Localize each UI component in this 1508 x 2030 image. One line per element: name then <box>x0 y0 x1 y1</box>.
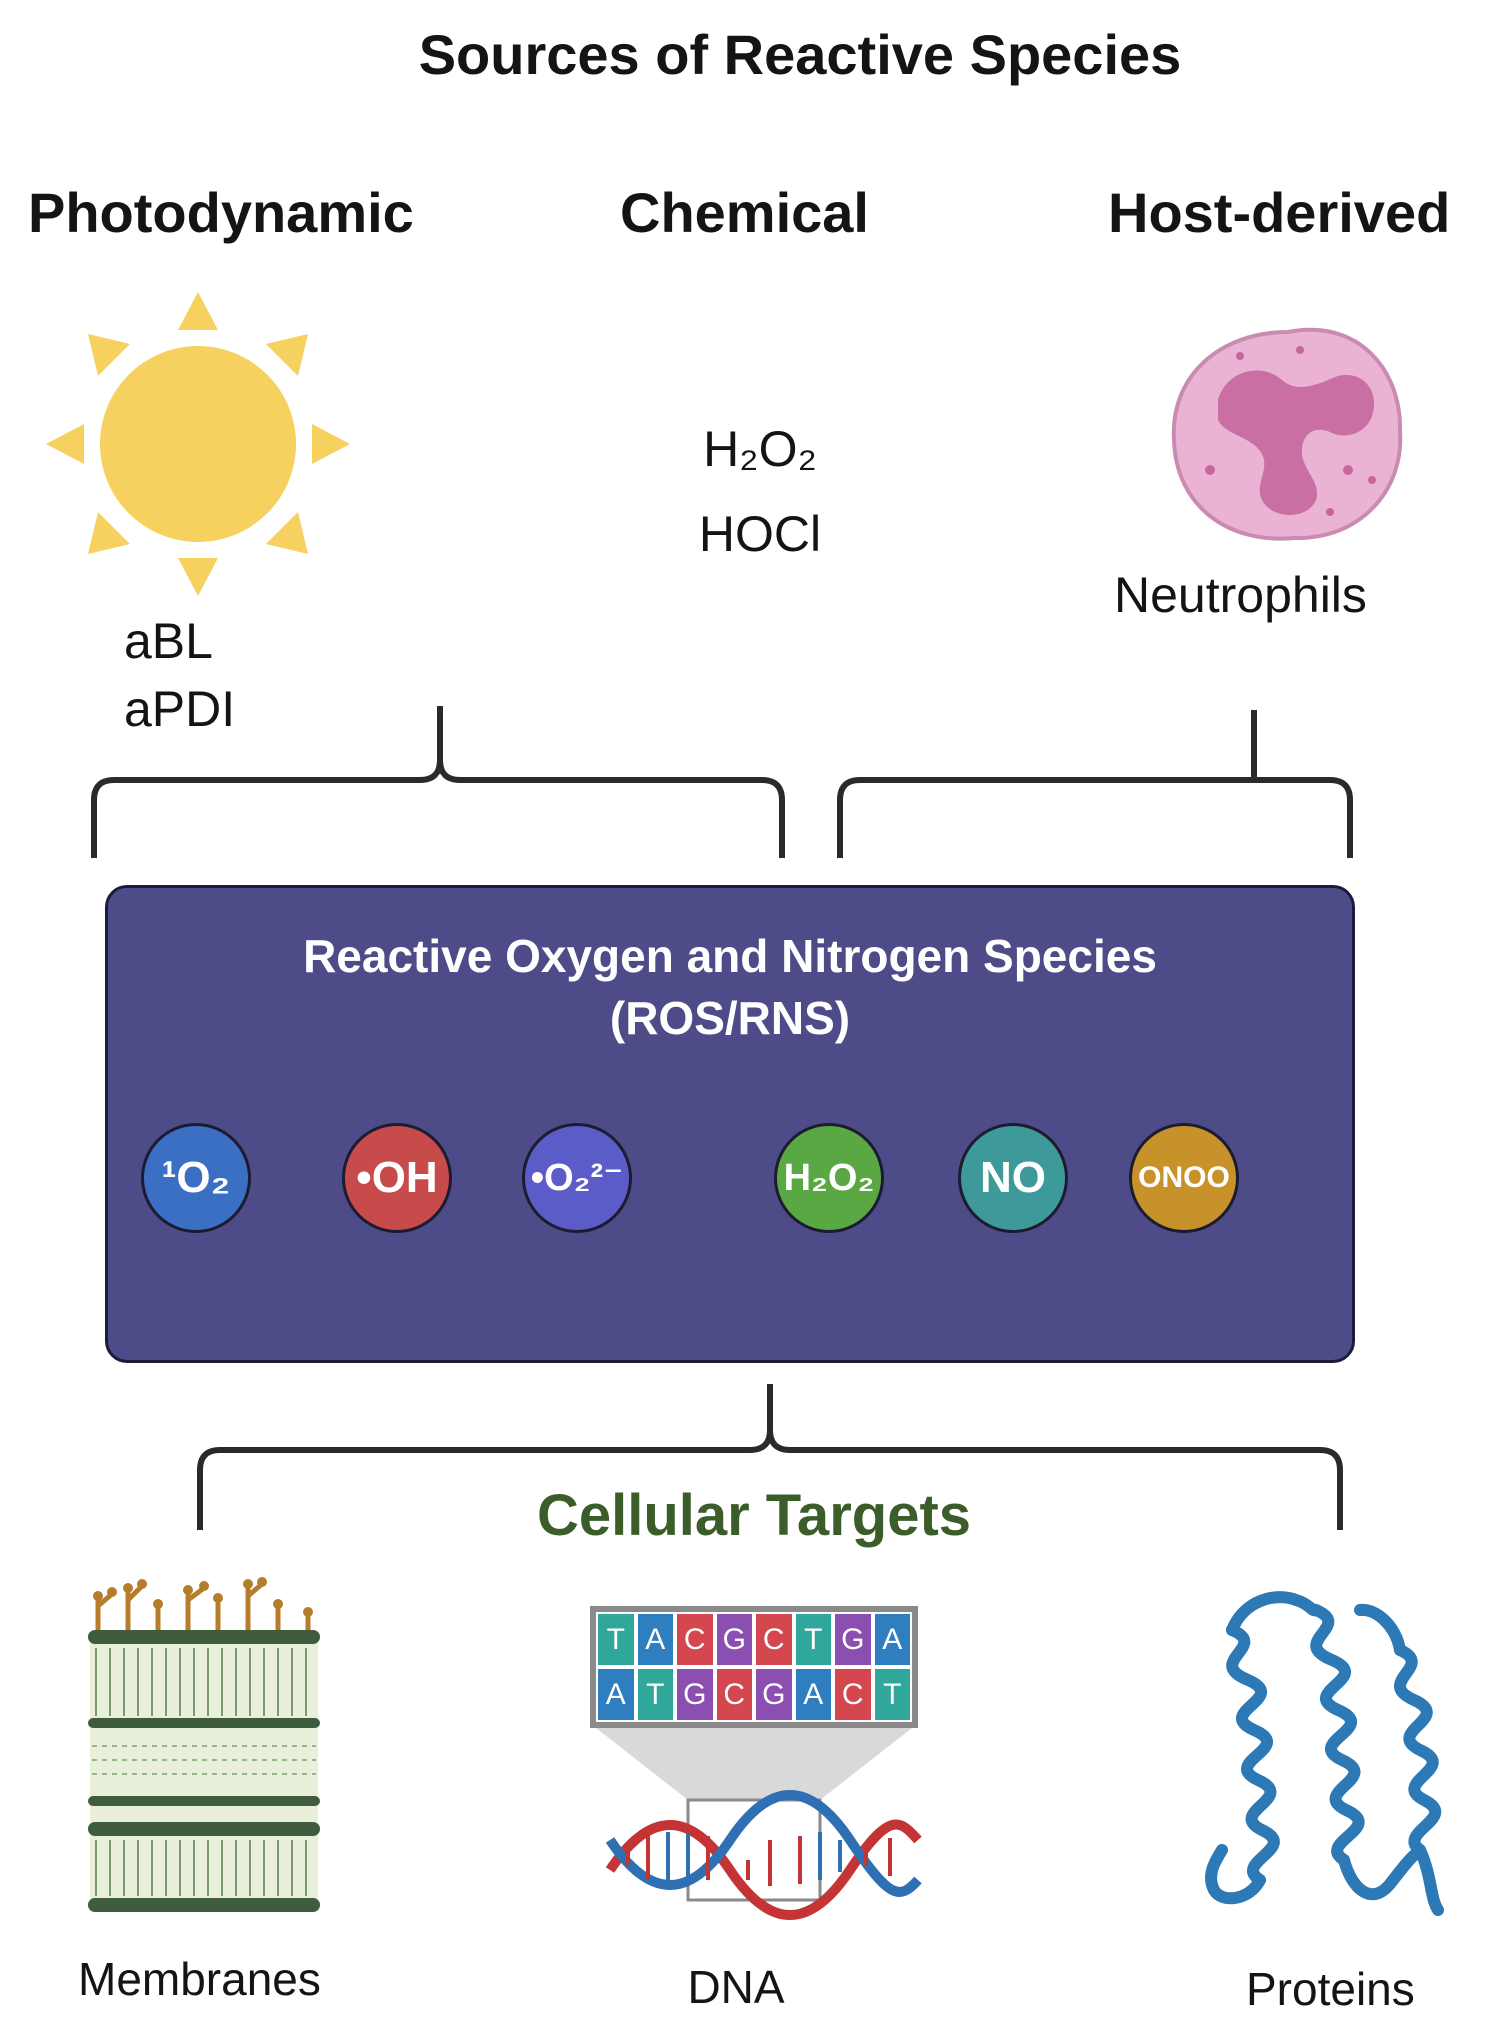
dna-top-strand-base: C <box>677 1614 713 1665</box>
dna-bottom-strand-base: T <box>874 1669 910 1720</box>
dna-bottom-strand-base: A <box>795 1669 831 1720</box>
sources-bracket-left <box>91 706 785 858</box>
dna-top-strand-base: A <box>874 1614 910 1665</box>
sources-bracket-right <box>837 710 1353 858</box>
protein-icon <box>1205 1591 1444 1916</box>
ros-rns-title-line2: (ROS/RNS) <box>609 992 851 1044</box>
photodynamic-item-abl: aBL <box>124 613 213 669</box>
photodynamic-heading: Photodynamic <box>28 181 414 244</box>
dna-top-strand-base: T <box>598 1614 634 1665</box>
photodynamic-item-apdi: aPDI <box>124 681 236 737</box>
dna-bottom-strand-base: A <box>598 1669 634 1720</box>
dna-top-strand-base: G <box>835 1614 871 1665</box>
chemical-item-h2o2: H₂O₂ <box>703 421 817 477</box>
sun-icon <box>46 292 350 596</box>
nitric-oxide-badge: NO <box>958 1123 1068 1233</box>
neutrophils-label: Neutrophils <box>1114 567 1367 623</box>
singlet-oxygen-badge: ¹O₂ <box>141 1123 251 1233</box>
dna-bottom-strand-base: G <box>677 1669 713 1720</box>
host-derived-heading: Host-derived <box>1108 181 1451 244</box>
cellular-targets-title: Cellular Targets <box>536 1483 972 1548</box>
dna-bottom-strand-base: C <box>835 1669 871 1720</box>
dna-top-strand-base: T <box>795 1614 831 1665</box>
membranes-label: Membranes <box>78 1953 321 2005</box>
chemical-item-hocl: HOCl <box>698 506 822 562</box>
dna-top-strand-base: G <box>716 1614 752 1665</box>
hydroxyl-radical-badge: •OH <box>342 1123 452 1233</box>
superoxide-badge: •O₂²⁻ <box>522 1123 632 1233</box>
dna-bottom-strand-base: G <box>756 1669 792 1720</box>
ros-rns-box <box>105 885 1355 1363</box>
targets-bracket <box>197 1384 1343 1530</box>
diagram-title: Sources of Reactive Species <box>418 23 1182 86</box>
proteins-label: Proteins <box>1246 1963 1415 2015</box>
ros-rns-title: Reactive Oxygen and Nitrogen Species (RO… <box>105 925 1355 1049</box>
hydrogen-peroxide-badge: H₂O₂ <box>774 1123 884 1233</box>
dna-bottom-strand-base: C <box>716 1669 752 1720</box>
dna-bottom-strand-base: T <box>637 1669 673 1720</box>
membrane-icon <box>88 1577 320 1912</box>
dna-label: DNA <box>687 1961 785 2013</box>
dna-top-strand-base: C <box>756 1614 792 1665</box>
neutrophil-icon <box>1171 327 1403 541</box>
dna-top-strand-base: A <box>637 1614 673 1665</box>
ros-rns-title-line1: Reactive Oxygen and Nitrogen Species <box>303 930 1157 982</box>
peroxynitrite-badge: ONOO <box>1129 1123 1239 1233</box>
chemical-heading: Chemical <box>620 181 869 244</box>
